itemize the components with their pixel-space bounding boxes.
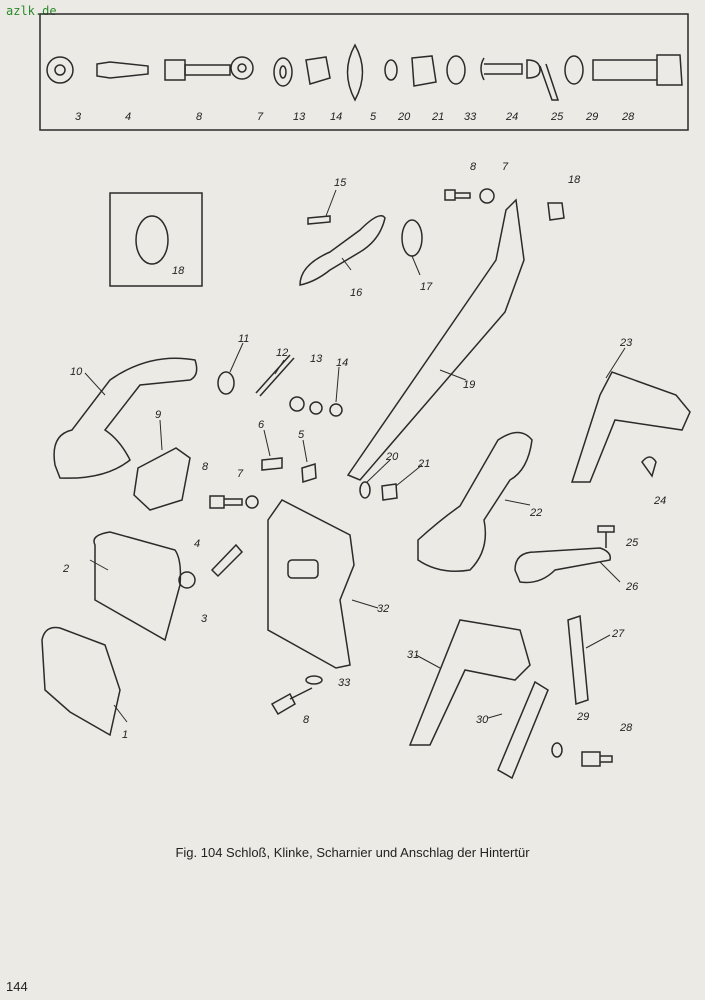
callout-label: 14: [330, 111, 342, 123]
callout-label: 17: [420, 281, 433, 293]
callout-label: 18: [568, 174, 581, 186]
callout-label: 19: [463, 379, 475, 391]
callout-label: 23: [619, 337, 633, 349]
callout-label: 31: [407, 649, 419, 661]
callout-label: 10: [70, 366, 83, 378]
callout-label: 28: [621, 111, 635, 123]
figure-caption: Fig. 104 Schloß, Klinke, Scharnier und A…: [175, 845, 530, 860]
callout-label: 5: [298, 429, 305, 441]
callout-label: 11: [238, 333, 249, 345]
callout-label: 9: [155, 409, 161, 421]
callout-label: 24: [505, 111, 518, 123]
callout-leader-lines: [84, 189, 626, 723]
callout-label: 12: [276, 347, 288, 359]
callout-label: 7: [257, 111, 264, 123]
assembly-callouts: 15 8 7 18 16 17 19 10 11 12 13 14 9 6 5 …: [62, 161, 666, 741]
callout-label: 32: [377, 603, 389, 615]
callout-label: 15: [334, 177, 347, 189]
callout-label: 33: [338, 677, 351, 689]
callout-label: 8: [303, 714, 310, 726]
callout-label: 21: [417, 458, 430, 470]
callout-label: 6: [258, 419, 265, 431]
inset-callout-label: 18: [172, 265, 185, 277]
callout-label: 16: [350, 287, 363, 299]
callout-label: 7: [237, 468, 244, 480]
inset-frame: [109, 192, 203, 287]
callout-label: 33: [464, 111, 477, 123]
callout-label: 21: [431, 111, 444, 123]
legend-part-shapes: [46, 43, 683, 102]
callout-label: 30: [476, 714, 489, 726]
callout-label: 7: [502, 161, 509, 173]
callout-label: 8: [196, 111, 203, 123]
callout-label: 3: [201, 613, 208, 625]
callout-label: 20: [397, 111, 411, 123]
callout-label: 14: [336, 357, 348, 369]
callout-label: 4: [125, 111, 131, 123]
assembly-part-shapes: [41, 188, 691, 780]
callout-label: 20: [385, 451, 399, 463]
callout-label: 13: [310, 353, 323, 365]
callout-label: 26: [625, 581, 639, 593]
callout-label: 25: [625, 537, 639, 549]
callout-label: 2: [62, 563, 69, 575]
callout-label: 22: [529, 507, 542, 519]
callout-label: 27: [611, 628, 625, 640]
legend-callouts: 3 4 8 7 13 14 5 20 21 33 24 25 29 28: [75, 111, 635, 123]
callout-label: 8: [470, 161, 477, 173]
callout-label: 29: [585, 111, 598, 123]
callout-label: 29: [576, 711, 589, 723]
callout-label: 24: [653, 495, 666, 507]
callout-label: 8: [202, 461, 209, 473]
callout-label: 1: [122, 729, 128, 741]
callout-label: 28: [619, 722, 633, 734]
callout-label: 5: [370, 111, 377, 123]
callout-label: 4: [194, 538, 200, 550]
inset-part-shape: [135, 215, 169, 265]
parts-legend-frame: [39, 13, 689, 131]
callout-label: 25: [550, 111, 564, 123]
page-number: 144: [6, 979, 28, 994]
callout-label: 13: [293, 111, 306, 123]
callout-label: 3: [75, 111, 82, 123]
